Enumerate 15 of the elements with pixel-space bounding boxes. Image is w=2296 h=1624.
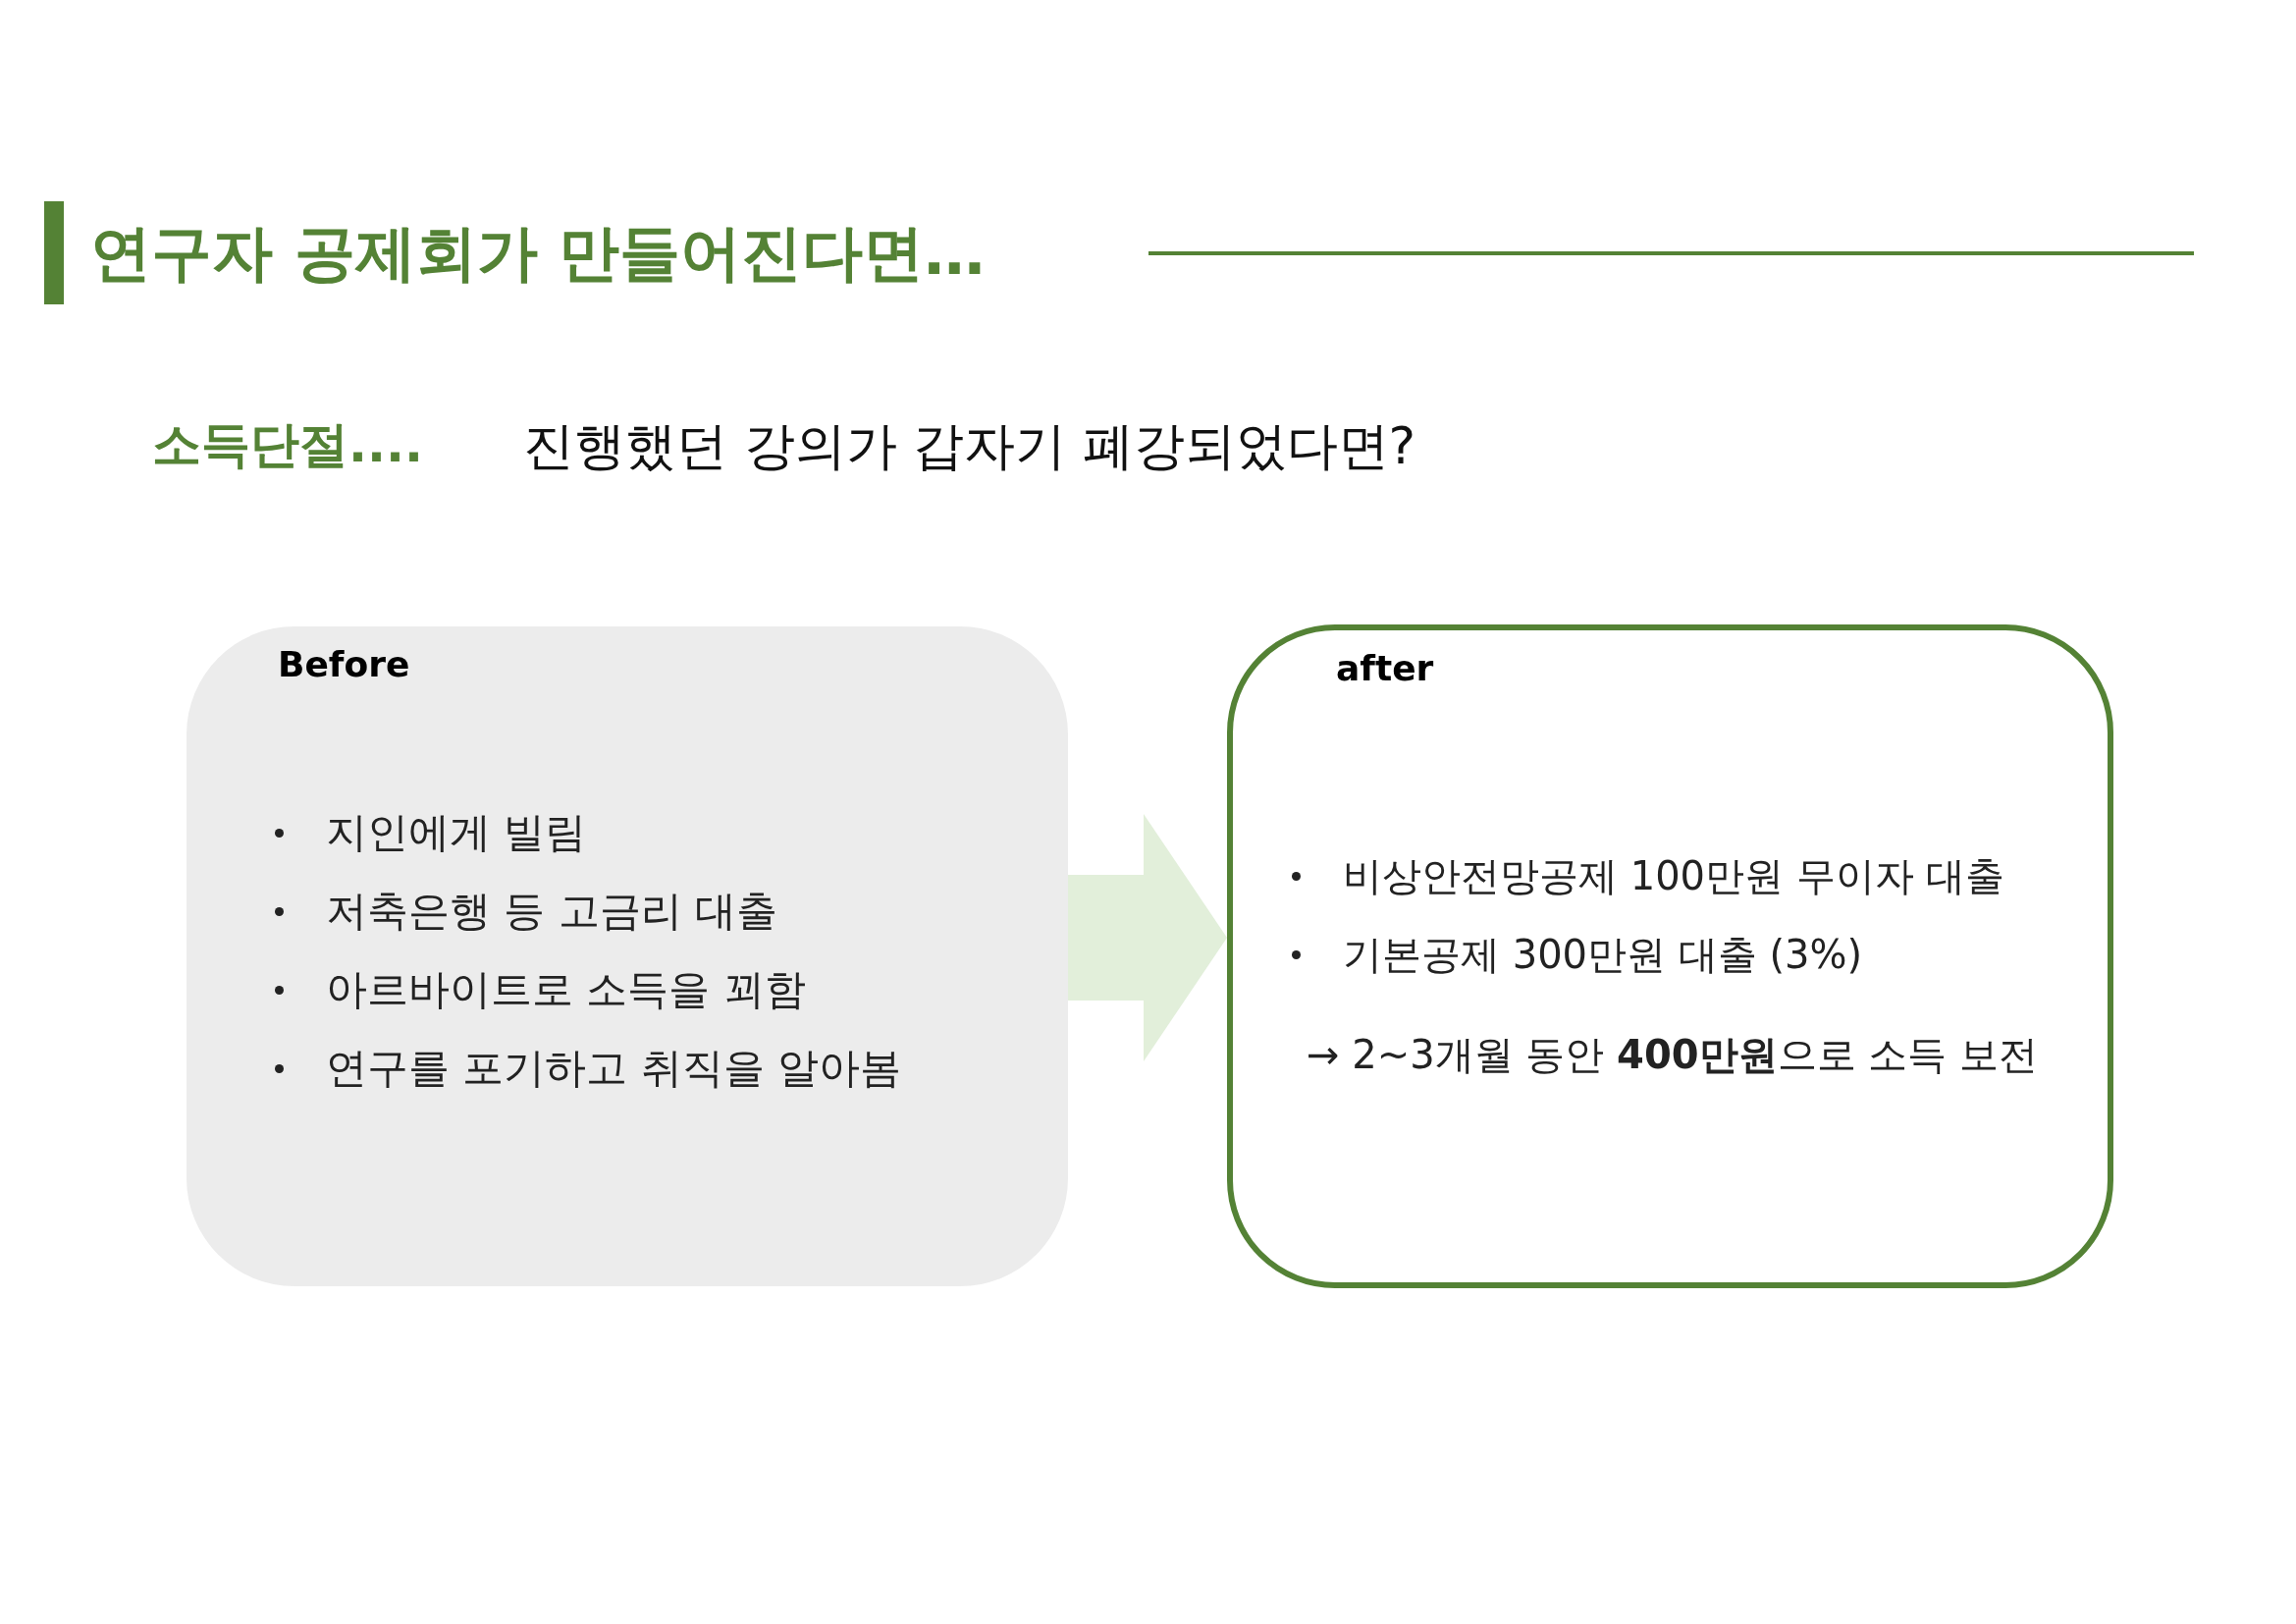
rounded-panel bbox=[187, 626, 1068, 1286]
page-title: 연구자 공제회가 만들어진다면… bbox=[44, 201, 986, 304]
bullet-item: 지인에게 빌림 bbox=[326, 807, 587, 858]
outlined-panel bbox=[1227, 624, 2113, 1288]
summary-text: → 2~3개월 동안 400만원으로 소득 보전 bbox=[1307, 1031, 2038, 1079]
bullet-item: 비상안전망공제 100만원 무이자 대출 bbox=[1343, 852, 2005, 900]
panel-heading: after bbox=[1336, 648, 1434, 688]
bullet-item: 아르바이트로 소득을 꾀함 bbox=[326, 964, 806, 1015]
question-text: 진행했던 강의가 갑자기 폐강되었다면? bbox=[523, 415, 1416, 477]
block-arrow bbox=[1068, 814, 1227, 1061]
bullet-item: 저축은행 등 고금리 대출 bbox=[326, 886, 778, 937]
bullet-item: 기본공제 300만원 대출 (3%) bbox=[1343, 931, 1863, 979]
bullet-item: 연구를 포기하고 취직을 알아봄 bbox=[326, 1043, 902, 1094]
section-label: 소득단절.... bbox=[152, 415, 423, 475]
panel-heading: Before bbox=[278, 644, 410, 684]
